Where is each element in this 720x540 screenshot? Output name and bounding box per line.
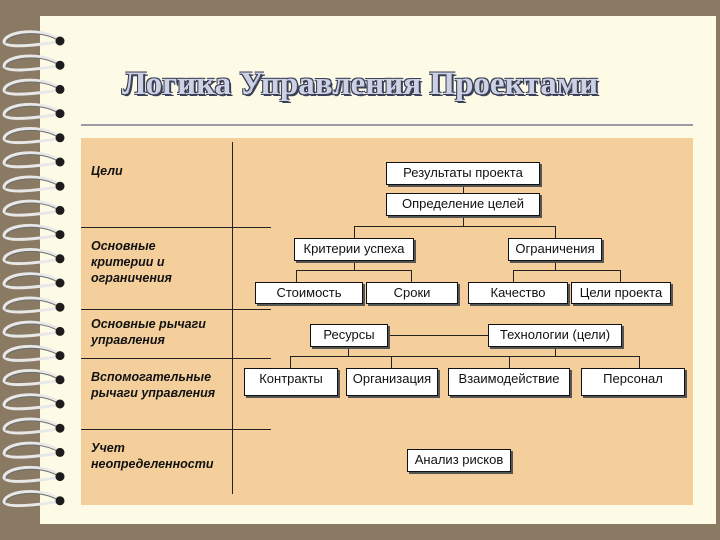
box-goal-definition: Определение целей <box>386 193 540 216</box>
binding-hole <box>56 375 65 384</box>
binding-hole <box>56 37 65 46</box>
connector <box>555 226 556 238</box>
binding-hole <box>56 327 65 336</box>
box-constraints: Ограничения <box>508 238 602 261</box>
box-resources: Ресурсы <box>310 324 388 347</box>
label-column-divider <box>232 142 233 494</box>
binding-hole <box>56 496 65 505</box>
binding-hole <box>56 303 65 312</box>
binding-hole <box>56 182 65 191</box>
connector <box>290 356 640 357</box>
connector <box>354 260 355 270</box>
connector <box>513 270 621 271</box>
connector <box>411 270 412 282</box>
connector <box>290 356 291 368</box>
slide-title: Логика Управления Проектами <box>0 66 720 103</box>
binding-hole <box>56 133 65 142</box>
connector <box>354 226 556 227</box>
box-contracts: Контракты <box>244 368 338 396</box>
binding-hole <box>56 206 65 215</box>
box-organization: Организация <box>346 368 438 396</box>
box-technology: Технологии (цели) <box>488 324 622 347</box>
row-label-uncertainty: Учет неопределенности <box>91 440 214 472</box>
binding-hole <box>56 424 65 433</box>
row-separator <box>81 429 271 430</box>
box-risk-analysis: Анализ рисков <box>407 449 511 472</box>
connector <box>391 356 392 368</box>
box-success-criteria: Критерии успеха <box>294 238 414 261</box>
row-label-aux-levers: Вспомогательные рычаги управления <box>91 369 215 401</box>
connector <box>555 260 556 270</box>
connector <box>354 226 355 238</box>
box-project-goals: Цели проекта <box>571 282 671 304</box>
binding-hole <box>56 158 65 167</box>
connector <box>463 216 464 226</box>
connector <box>296 270 412 271</box>
binding-hole <box>56 279 65 288</box>
connector <box>513 270 514 282</box>
binding-hole <box>56 472 65 481</box>
row-separator <box>81 309 271 310</box>
row-label-goals: Цели <box>91 163 123 179</box>
box-cost: Стоимость <box>255 282 363 304</box>
binding-hole <box>56 448 65 457</box>
row-label-main-levers: Основные рычаги управления <box>91 316 206 348</box>
binding-hole <box>56 230 65 239</box>
connector <box>296 270 297 282</box>
box-personnel: Персонал <box>581 368 685 396</box>
binding-hole <box>56 254 65 263</box>
binding-hole <box>56 109 65 118</box>
row-label-criteria: Основные критерии и ограничения <box>91 238 172 286</box>
connector <box>639 356 640 368</box>
box-quality: Качество <box>468 282 568 304</box>
connector <box>348 346 349 356</box>
row-separator <box>81 358 271 359</box>
row-separator <box>81 227 271 228</box>
box-project-results: Результаты проекта <box>386 162 540 185</box>
box-schedule: Сроки <box>366 282 458 304</box>
connector <box>620 270 621 282</box>
connector <box>509 356 510 368</box>
connector <box>388 335 492 336</box>
connector <box>555 346 556 356</box>
box-interaction: Взаимодействие <box>448 368 570 396</box>
binding-hole <box>56 400 65 409</box>
title-divider <box>81 124 693 126</box>
binding-hole <box>56 351 65 360</box>
